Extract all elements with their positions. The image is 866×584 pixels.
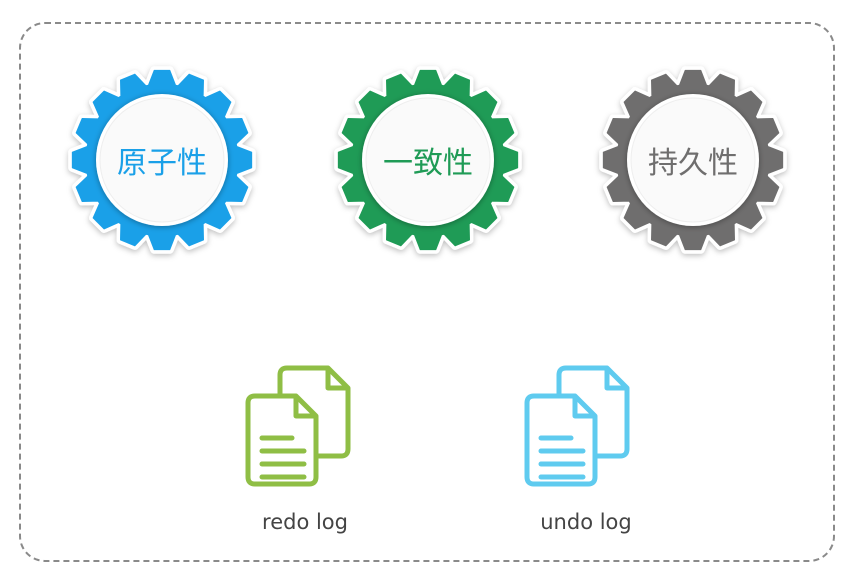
gear-durability: 持久性 <box>598 65 788 255</box>
gear-label-consistency: 一致性 <box>383 146 473 181</box>
gear-label-durability: 持久性 <box>648 146 738 181</box>
gear-icon <box>68 66 256 254</box>
redo-log-label: redo log <box>262 510 348 534</box>
documents-icon <box>245 365 351 487</box>
undo-log-icon-group <box>521 362 651 492</box>
redo-log-icon-group <box>242 362 372 492</box>
documents-icon <box>524 365 630 487</box>
gear-consistency: 一致性 <box>333 65 523 255</box>
gear-icon <box>599 66 787 254</box>
gear-atomicity: 原子性 <box>67 65 257 255</box>
gear-icon <box>334 66 522 254</box>
undo-log-label: undo log <box>540 510 632 534</box>
dashed-frame <box>19 22 835 562</box>
gear-label-atomicity: 原子性 <box>117 146 207 181</box>
